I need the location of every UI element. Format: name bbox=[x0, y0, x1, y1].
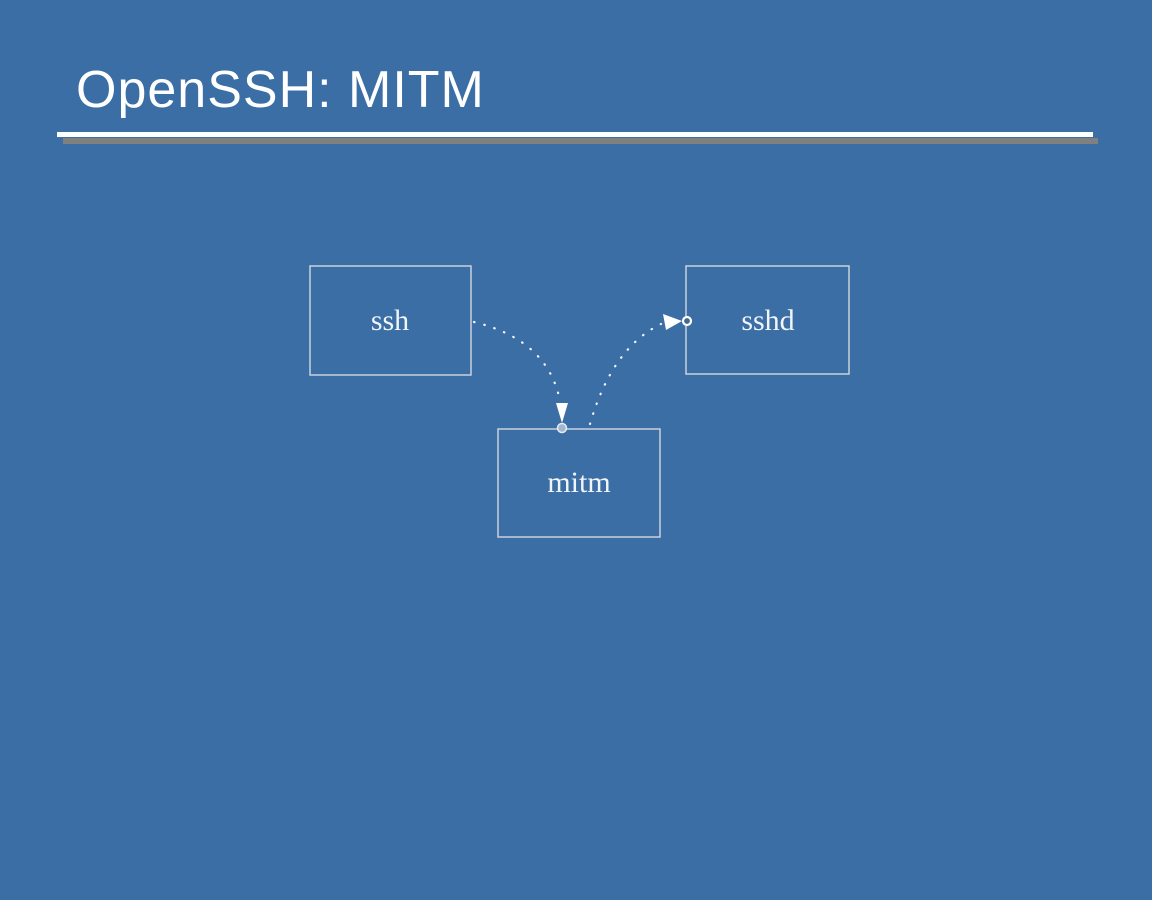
node-label-ssh: ssh bbox=[371, 304, 409, 337]
node-label-mitm: mitm bbox=[547, 466, 610, 499]
title-underline-shadow bbox=[63, 138, 1098, 144]
connection-point-sshd-icon bbox=[681, 315, 693, 327]
node-box-mitm bbox=[497, 428, 661, 538]
connector-ssh-to-mitm bbox=[472, 320, 562, 403]
connector-mitm-to-sshd bbox=[588, 322, 663, 426]
arrowhead-down-icon bbox=[556, 403, 568, 423]
slide-title: OpenSSH: MITM bbox=[76, 61, 485, 119]
arrowhead-right-icon bbox=[663, 314, 682, 330]
connection-point-mitm-icon bbox=[556, 422, 568, 434]
title-underline bbox=[57, 132, 1093, 137]
node-label-sshd: sshd bbox=[741, 304, 794, 337]
node-box-ssh bbox=[309, 265, 472, 376]
